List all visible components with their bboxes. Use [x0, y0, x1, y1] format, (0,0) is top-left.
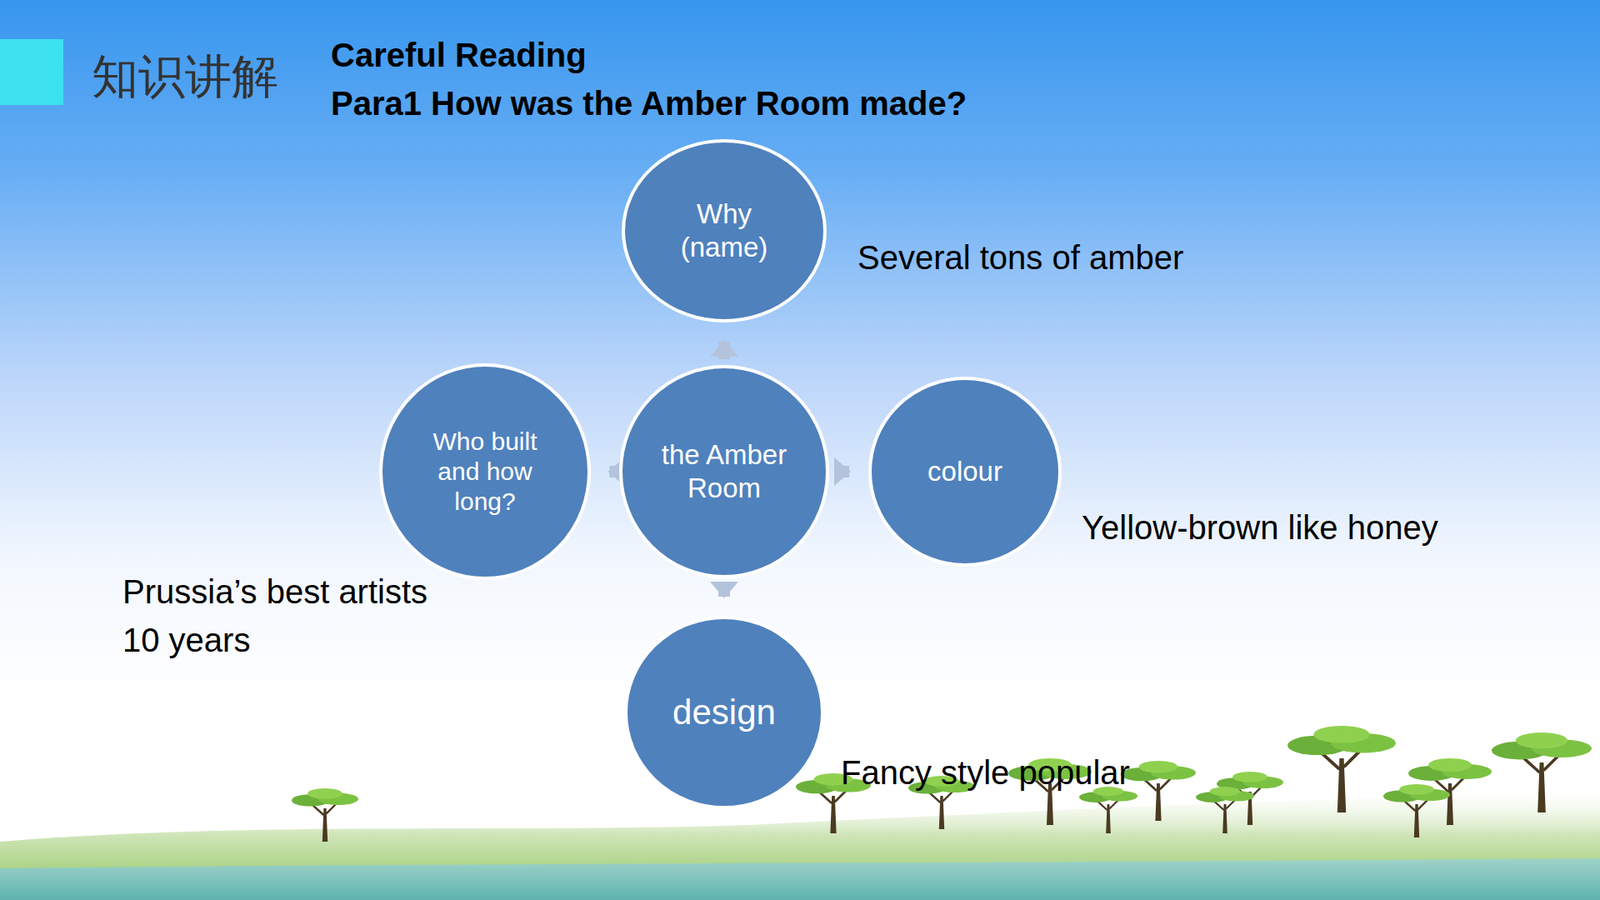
circle-fill	[625, 617, 823, 808]
circle-outline	[620, 138, 828, 324]
hills	[0, 791, 1600, 900]
tree	[1195, 786, 1255, 834]
block-arrow	[718, 341, 730, 360]
topic-circle: Why (name)	[620, 138, 828, 324]
node-label: Who built and how long?	[418, 426, 552, 517]
tree	[1120, 760, 1196, 821]
topic-circle: colour	[867, 375, 1063, 568]
tree	[1287, 725, 1396, 813]
circle-fill	[870, 378, 1060, 565]
subtitle: Para1 How was the Amber Room made?	[330, 83, 967, 124]
block-arrow	[835, 465, 850, 478]
circle-fill	[620, 366, 828, 577]
answer-note: Prussia’s best artists	[122, 571, 428, 612]
node-label: design	[672, 691, 776, 734]
title: Careful Reading	[330, 35, 587, 75]
circle-fill	[623, 140, 825, 321]
trees	[291, 725, 1592, 842]
water	[0, 858, 1600, 900]
topic-circle: design	[623, 615, 825, 810]
center-circle: the Amber Room	[618, 364, 830, 580]
answer-note: 10 years	[122, 620, 250, 660]
block-arrow	[609, 465, 614, 478]
topic-circle: Who built and how long?	[378, 362, 592, 581]
circle-fill	[380, 365, 590, 579]
answer-note: Fancy style popular	[840, 752, 1130, 793]
section-tag: 知识讲解	[91, 48, 279, 105]
accent-square	[0, 39, 64, 105]
node-label: Why (name)	[670, 197, 779, 264]
node-label: colour	[927, 455, 1003, 489]
circle-outline	[618, 364, 830, 580]
tree	[1383, 784, 1450, 838]
tree	[291, 788, 359, 842]
node-label: the Amber Room	[645, 438, 804, 505]
block-arrow	[718, 584, 730, 597]
tree	[1079, 786, 1138, 834]
answer-note: Several tons of amber	[857, 237, 1184, 278]
tree	[1491, 732, 1592, 813]
answer-note: Yellow-brown like honey	[1081, 507, 1439, 548]
